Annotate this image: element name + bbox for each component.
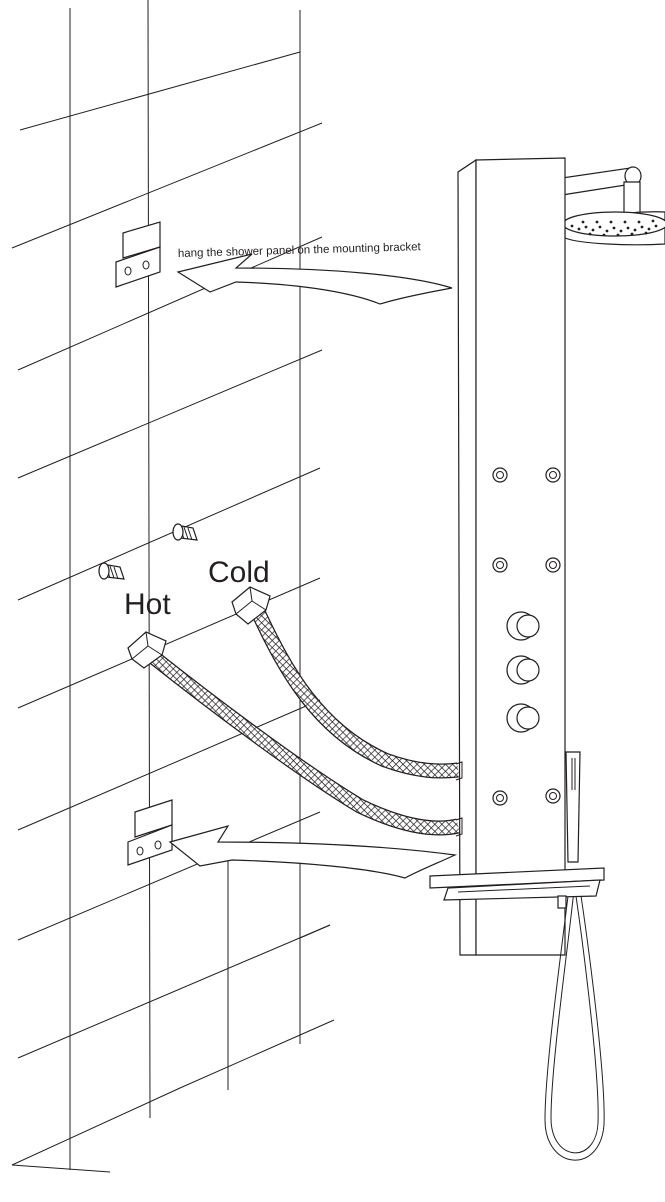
cold-hose-nut-icon [231, 586, 271, 625]
hose-outlet-icon [455, 761, 463, 837]
shelf-tray-icon [429, 867, 605, 909]
upper-mounting-bracket-icon [115, 221, 161, 288]
cold-hose-icon [251, 608, 459, 779]
lower-arrow-icon [168, 825, 458, 879]
label-hot: Hot [124, 588, 171, 621]
cold-wall-fitting-icon [172, 523, 198, 541]
upper-arrow-icon [176, 253, 453, 305]
label-cold: Cold [208, 556, 270, 589]
hand-shower-icon [544, 751, 605, 1161]
wall-tiles [11, 0, 335, 1173]
hot-hose-icon [147, 650, 460, 836]
shower-panel-icon [457, 157, 566, 956]
body-jet-icon [492, 467, 561, 806]
lower-mounting-bracket-icon [127, 799, 173, 866]
control-knob-icon [506, 611, 540, 733]
hot-wall-fitting-icon [98, 562, 125, 580]
hot-hose-nut-icon [127, 631, 167, 669]
